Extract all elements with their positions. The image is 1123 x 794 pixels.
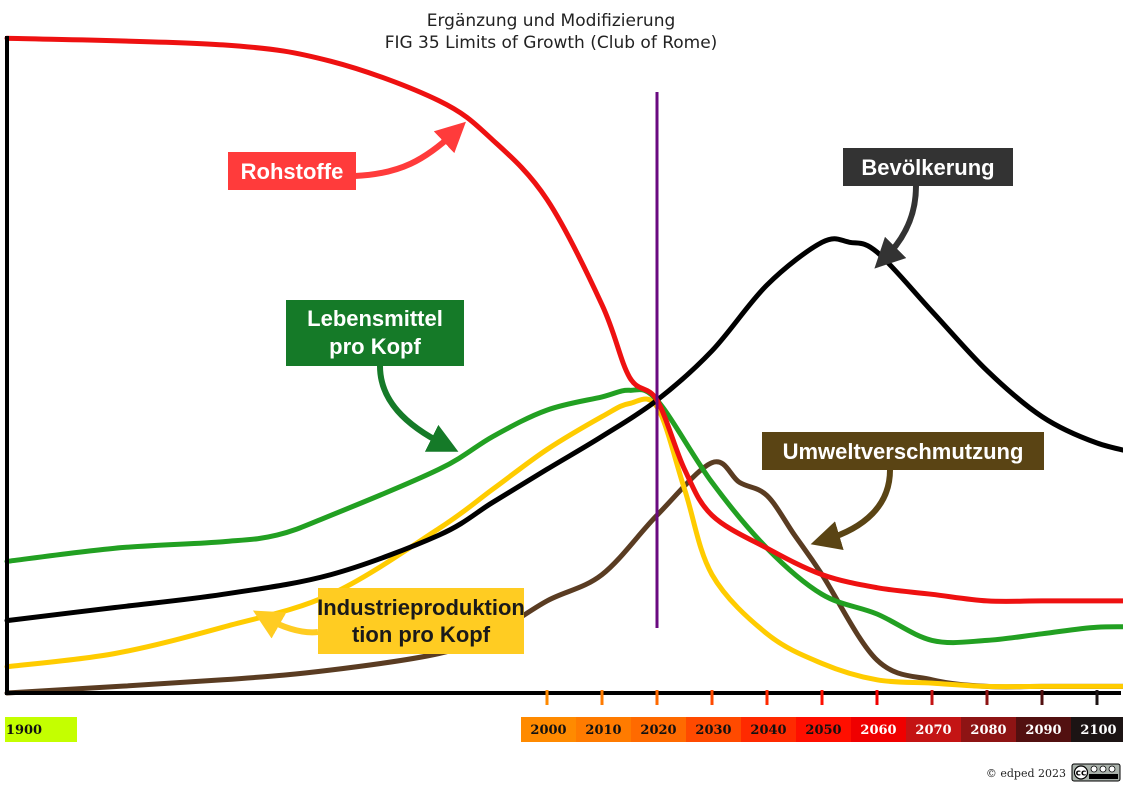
x-tick-label-2080: 2080 [970, 723, 1006, 738]
x-tick-label-2070: 2070 [915, 723, 951, 738]
x-tick-box-2030 [686, 717, 741, 742]
label-industrie-bg [318, 588, 524, 654]
lebensmittel-arrow [377, 365, 459, 452]
x-tick-box-2100 [1071, 717, 1123, 742]
x-tick-box-2010 [576, 717, 631, 742]
x-tick-label-2000: 2000 [530, 723, 566, 738]
label-industrie-text-1: Industrieproduktion [317, 595, 525, 620]
x-tick-label-2060: 2060 [860, 723, 896, 738]
x-tick-box-2070 [906, 717, 961, 742]
x-tick-layer: 1900 2000 2010 2020 2030 2040 2050 2060 2070 2080… [5, 690, 1123, 742]
x-tick-label-1900: 1900 [6, 723, 42, 738]
x-tick-box-2000 [521, 717, 576, 742]
label-industrie: Industrieproduktion tion pro Kopf [317, 588, 525, 654]
x-tick-label-2090: 2090 [1025, 723, 1061, 738]
label-industrie-text-2: tion pro Kopf [352, 622, 491, 647]
label-rohstoffe-bg [228, 152, 356, 190]
x-tick-box-2050 [796, 717, 851, 742]
x-tick-box-2020 [631, 717, 686, 742]
bevoelkerung-arrow [874, 185, 919, 269]
label-rohstoffe: Rohstoffe [228, 152, 356, 190]
industrie-arrow [252, 610, 319, 639]
x-tick-box-2060 [851, 717, 906, 742]
label-bevoelkerung-text: Bevölkerung [861, 155, 994, 180]
copyright-text: © edped 2023 [986, 767, 1066, 780]
label-bevoelkerung-bg [843, 148, 1013, 186]
x-tick-box-2080 [961, 717, 1016, 742]
label-bevoelkerung: Bevölkerung [843, 148, 1013, 186]
series-line-umweltverschmutzung [4, 459, 1123, 696]
label-umwelt: Umweltverschmutzung [762, 432, 1044, 470]
cc-by-nc-sa-icon: cc [1071, 763, 1121, 782]
series-layer [4, 35, 1123, 696]
x-tick-label-2020: 2020 [640, 723, 676, 738]
label-rohstoffe-text: Rohstoffe [241, 159, 344, 184]
x-tick-box-1900 [5, 717, 77, 742]
chart-title-line-2: FIG 35 Limits of Growth (Club of Rome) [385, 33, 718, 53]
series-line-rohstoffe [4, 35, 1123, 604]
chart-title-line-1: Ergänzung und Modifizierung [427, 11, 676, 31]
label-lebensmittel-text-1: Lebensmittel [307, 306, 443, 331]
series-line-bevölkerung [4, 236, 1123, 624]
series-line-lebensmittel-pro-kopf [4, 387, 1123, 646]
label-umwelt-text: Umweltverschmutzung [783, 439, 1024, 464]
label-lebensmittel-text-2: pro Kopf [329, 334, 421, 359]
label-umwelt-bg [762, 432, 1044, 470]
x-tick-label-2030: 2030 [695, 723, 731, 738]
x-tick-label-2040: 2040 [750, 723, 786, 738]
x-tick-label-2050: 2050 [805, 723, 841, 738]
rohstoffe-arrow [354, 121, 466, 179]
umwelt-arrow [810, 469, 893, 551]
label-lebensmittel-bg [286, 300, 464, 366]
label-lebensmittel: Lebensmittel pro Kopf [286, 300, 464, 366]
svg-text:cc: cc [1076, 769, 1087, 779]
x-tick-label-2100: 2100 [1080, 723, 1116, 738]
x-tick-box-2090 [1016, 717, 1071, 742]
x-tick-label-2010: 2010 [585, 723, 621, 738]
x-tick-box-2040 [741, 717, 796, 742]
